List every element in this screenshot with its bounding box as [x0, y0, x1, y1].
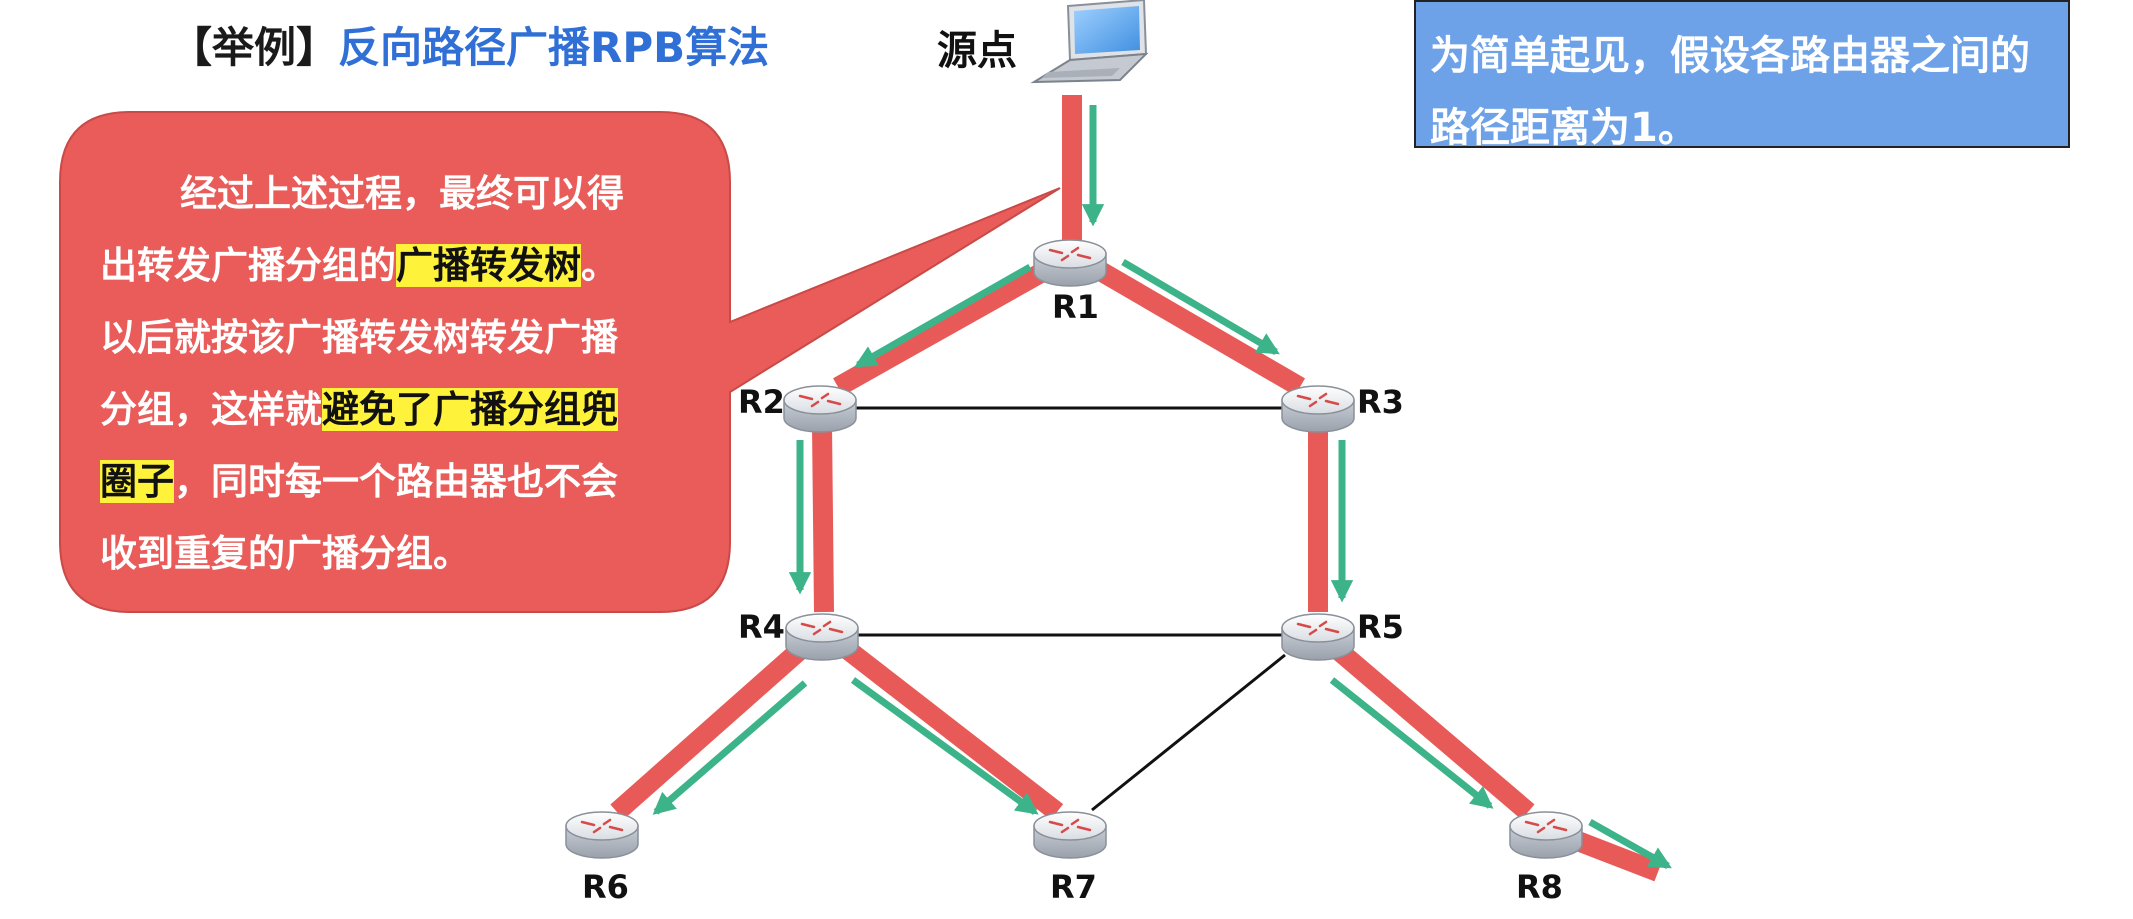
- callout-text-p4: 分组，这样就: [100, 388, 322, 431]
- link-r5-r7: [1091, 653, 1286, 812]
- callout-text-p2-end: 。: [581, 244, 618, 287]
- highlight-avoid-loop: 避免了广播分组兜: [322, 388, 618, 431]
- non-tree-links: [820, 406, 1318, 812]
- callout-line-5: 圈子，同时每一个路由器也不会: [100, 446, 680, 518]
- assumption-line-2: 路径距离为1。: [1430, 105, 1698, 151]
- callout-line-1: 经过上述过程，最终可以得: [100, 158, 680, 230]
- tree-r1-r3: [1084, 256, 1306, 396]
- arrow-r5-r8: [1329, 677, 1494, 809]
- router-label-r6: R6: [582, 868, 629, 906]
- callout-line-3: 以后就按该广播转发树转发广播: [100, 316, 618, 359]
- slide-title: 【举例】反向路径广播RPB算法: [170, 14, 769, 75]
- tree-r4-r7: [841, 642, 1064, 820]
- router-icon-r2: [783, 385, 857, 433]
- router-icon-r6: [565, 811, 639, 859]
- router-label-r5: R5: [1357, 608, 1404, 646]
- tree-r2-r4: [812, 424, 834, 613]
- source-label: 源点: [937, 28, 1017, 74]
- router-label-r1: R1: [1052, 288, 1099, 326]
- arrow-r1-r2: [854, 263, 1032, 369]
- router-label-r8: R8: [1516, 868, 1563, 906]
- tree-r4-r6: [610, 642, 807, 820]
- callout-line-6: 收到重复的广播分组。: [100, 532, 470, 575]
- highlight-broadcast-tree: 广播转发树: [396, 244, 581, 287]
- callout-text-p5: ，同时每一个路由器也不会: [174, 460, 618, 503]
- broadcast-tree: [610, 95, 1662, 882]
- arrow-r4-r7: [850, 677, 1039, 815]
- callout-text-p2: 出转发广播分组的: [100, 244, 396, 287]
- arrow-r1-r3: [1121, 258, 1280, 356]
- router-label-r4: R4: [738, 608, 785, 646]
- tree-r5-r8: [1331, 642, 1535, 820]
- callout-bubble: [59, 111, 1061, 613]
- laptop-icon: [1030, 0, 1149, 84]
- router-label-r3: R3: [1357, 383, 1404, 421]
- router-icon-r3: [1281, 385, 1355, 433]
- routers: [565, 239, 1583, 859]
- assumption-line-1: 为简单起见，假设各路由器之间的: [1430, 33, 2030, 79]
- router-icon-r1: [1033, 239, 1107, 287]
- arrow-r4-r6: [652, 680, 808, 815]
- title-prefix: 【举例】: [170, 23, 339, 72]
- router-label-r2: R2: [738, 383, 785, 421]
- assumption-box: 为简单起见，假设各路由器之间的 路径距离为1。: [1414, 0, 2070, 151]
- arrow-r8-out: [1588, 818, 1672, 870]
- highlight-loop-end: 圈子: [100, 460, 174, 503]
- title-main: 反向路径广播RPB算法: [338, 23, 770, 72]
- callout-text: 经过上述过程，最终可以得 出转发广播分组的广播转发树。 以后就按该广播转发树转发…: [100, 158, 680, 590]
- tree-r8-out: [1566, 828, 1662, 882]
- router-icon-r4: [785, 613, 859, 661]
- router-icon-r8: [1509, 811, 1583, 859]
- callout-text-p1: 经过上述过程，最终可以得: [180, 172, 624, 215]
- router-label-r7: R7: [1050, 868, 1097, 906]
- callout-line-4: 分组，这样就避免了广播分组兜: [100, 374, 680, 446]
- router-icon-r7: [1033, 811, 1107, 859]
- forward-arrows: [652, 105, 1672, 870]
- callout-line-2: 出转发广播分组的广播转发树。: [100, 230, 680, 302]
- router-icon-r5: [1281, 613, 1355, 661]
